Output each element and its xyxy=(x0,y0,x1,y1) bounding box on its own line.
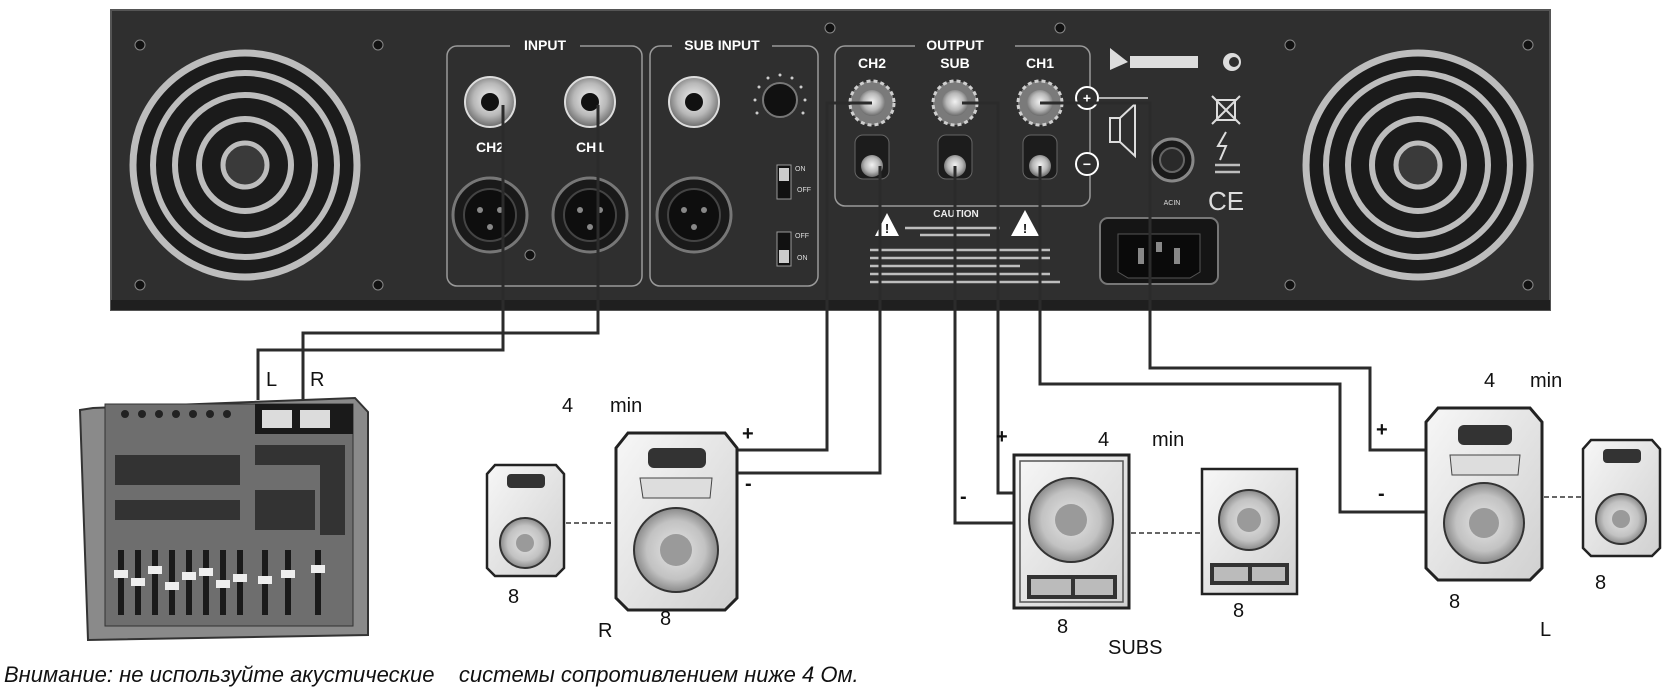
cable-input-ch2 xyxy=(256,105,505,400)
knob-scale-dots xyxy=(753,73,807,115)
sub-level-knob[interactable] xyxy=(762,82,798,118)
sub-input-label: SUB INPUT xyxy=(684,37,760,53)
right-extra-impedance: 8 xyxy=(508,586,519,608)
lightning-icon xyxy=(1216,131,1228,161)
right-min-label: min xyxy=(610,395,642,417)
switch-lower-off: OFF xyxy=(795,233,809,240)
cable-sub-minus xyxy=(953,166,1018,525)
left-main-impedance: 8 xyxy=(1449,591,1460,613)
svg-text:!: ! xyxy=(1023,221,1027,236)
right-side-label: R xyxy=(598,620,612,642)
switch-upper-off: OFF xyxy=(797,187,811,194)
sub-side-label: SUBS xyxy=(1108,637,1162,659)
input-ch2-label: CH2 xyxy=(476,139,504,155)
cable-ch1-minus xyxy=(1038,166,1425,514)
speaker-left-main xyxy=(1424,406,1544,582)
sub-plus: + xyxy=(996,426,1008,448)
speaker-right-main xyxy=(614,431,739,612)
amplifier-rear-panel: INPUT CH2 CH1 SUB INPUT xyxy=(110,9,1551,311)
warning-note: Внимание: не используйте акустические си… xyxy=(4,662,859,687)
left-side-label: L xyxy=(1540,619,1551,641)
output-section: OUTPUT CH2 SUB CH1 xyxy=(834,36,1148,207)
svg-text:!: ! xyxy=(885,221,889,236)
subwoofer-extra xyxy=(1200,467,1299,596)
warning-triangle-icon xyxy=(1011,210,1039,236)
input-label: INPUT xyxy=(524,37,566,53)
cable-ch2-minus xyxy=(737,166,882,475)
cable-ch2-plus xyxy=(737,101,872,452)
right-plus: + xyxy=(742,423,754,445)
speaker-left-extra xyxy=(1581,438,1662,558)
cable-ch1-plus xyxy=(1040,101,1425,452)
caution-block: ! ! CAUTION xyxy=(870,209,1060,284)
fan-grille-right xyxy=(1284,39,1534,291)
cable-input-ch1 xyxy=(301,105,600,400)
switch-upper-on: ON xyxy=(795,166,806,173)
acin-label: ACIN xyxy=(1164,200,1181,207)
fan-grille-left xyxy=(129,39,384,291)
input-ch1-label: CH1 xyxy=(576,139,604,155)
speaker-right-extra xyxy=(485,463,566,578)
speaker-symbol-icon xyxy=(1109,101,1136,159)
brand-logo xyxy=(1110,48,1241,71)
fuse-holder[interactable] xyxy=(1149,137,1195,183)
power-socket[interactable] xyxy=(1099,217,1219,285)
sub-minus: - xyxy=(960,486,967,508)
left-minus: - xyxy=(1378,483,1385,505)
output-sub-label: SUB xyxy=(940,55,970,71)
left-impedance-min: 4 xyxy=(1484,370,1495,392)
mixer-console xyxy=(78,396,369,642)
right-main-impedance: 8 xyxy=(660,608,671,630)
left-min-label: min xyxy=(1530,370,1562,392)
output-ch1-label: CH1 xyxy=(1026,55,1054,71)
left-plus: + xyxy=(1376,419,1388,441)
output-minus-symbol: − xyxy=(1083,156,1091,172)
mixer-left-label: L xyxy=(266,369,277,391)
sub-min-label: min xyxy=(1152,429,1184,451)
wiring xyxy=(256,101,1425,525)
mixer-right-label: R xyxy=(310,369,324,391)
subwoofer-main xyxy=(1012,453,1131,610)
output-plus-symbol: + xyxy=(1083,90,1091,106)
sub-impedance-min: 4 xyxy=(1098,429,1109,451)
output-ch2-label: CH2 xyxy=(858,55,886,71)
ce-mark-icon: CE xyxy=(1208,186,1244,216)
sub-main-impedance: 8 xyxy=(1057,616,1068,638)
right-impedance-min: 4 xyxy=(562,395,573,417)
sub-input-section: SUB INPUT ON OFF OFF ON xyxy=(649,36,819,287)
weee-bin-icon xyxy=(1211,95,1241,125)
output-label: OUTPUT xyxy=(926,37,984,53)
switch-lower-on: ON xyxy=(797,255,808,262)
sub-extra-impedance: 8 xyxy=(1233,600,1244,622)
right-minus: - xyxy=(745,473,752,495)
left-extra-impedance: 8 xyxy=(1595,572,1606,594)
cable-sub-plus xyxy=(962,101,1018,495)
